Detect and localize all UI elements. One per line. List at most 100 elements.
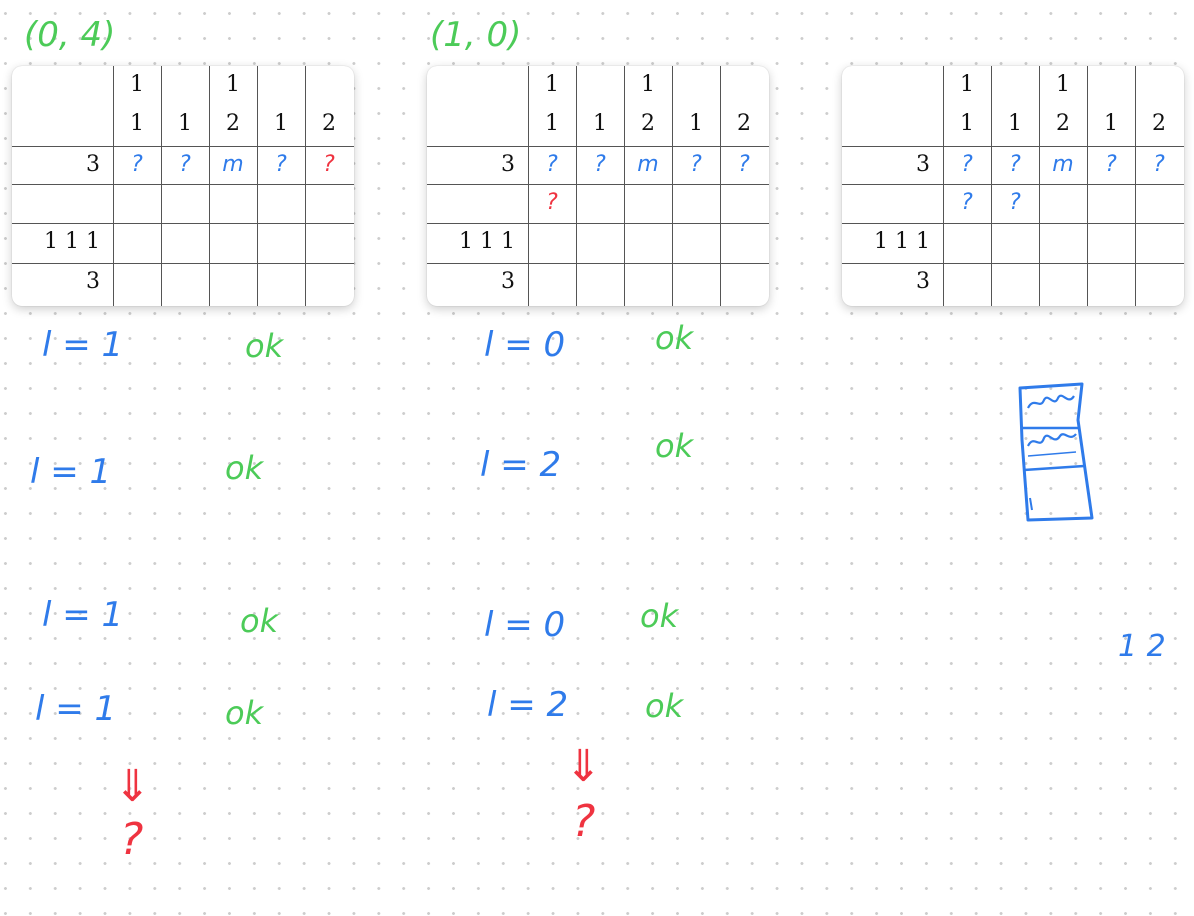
row-clue: 3 [86, 269, 100, 294]
note-mid-2-eq: l = 2 [480, 445, 562, 485]
grid-vline [720, 66, 721, 306]
grid-hline [842, 184, 1184, 185]
grid-vline [305, 66, 306, 306]
note-left-1-status: ok [245, 327, 284, 365]
column-clue-top: 1 [1056, 72, 1070, 97]
grid-vline [528, 66, 529, 306]
cell-mark: ? [1105, 152, 1117, 177]
row-clue: 1 1 1 [44, 229, 100, 254]
grid-hline [842, 146, 1184, 147]
note-left-1-eq: l = 1 [42, 325, 124, 365]
puzzle-card-2: 1 1 1 1 2 1 2 3 1 1 1 3?? m??? [427, 66, 769, 306]
note-mid-1-eq: l = 0 [484, 325, 566, 365]
row-clue: 3 [501, 152, 515, 177]
puzzle-2-label: (1, 0) [430, 15, 522, 55]
note-mid-1-status: ok [655, 319, 694, 357]
column-clue-bottom: 2 [1152, 111, 1166, 136]
grid-vline [209, 66, 210, 306]
grid-hline [427, 263, 769, 264]
grid-hline [12, 146, 354, 147]
grid-hline [842, 223, 1184, 224]
implies-mid-question: ? [572, 796, 596, 847]
row-clue: 1 1 1 [874, 229, 930, 254]
grid-hline [12, 263, 354, 264]
cell-mark: ? [323, 152, 335, 177]
column-clue-bottom: 1 [545, 111, 559, 136]
cell-mark: ? [1009, 152, 1021, 177]
note-left-3-status: ok [240, 602, 279, 640]
cell-mark: ? [546, 152, 558, 177]
column-clue-top: 1 [226, 72, 240, 97]
note-mid-4-eq: l = 2 [487, 685, 569, 725]
cell-mark: m [222, 152, 244, 177]
column-clue-bottom: 1 [1104, 111, 1118, 136]
column-clue-bottom: 2 [1056, 111, 1070, 136]
note-mid-2-status: ok [655, 427, 694, 465]
column-clue-bottom: 1 [960, 111, 974, 136]
column-clue-bottom: 1 [178, 111, 192, 136]
column-sketch-icon [1018, 382, 1094, 522]
grid-hline [12, 223, 354, 224]
row-clue: 3 [501, 269, 515, 294]
cell-mark: m [637, 152, 659, 177]
grid-hline [12, 184, 354, 185]
grid-vline [943, 66, 944, 306]
note-left-4-eq: l = 1 [35, 689, 117, 729]
cell-mark: ? [690, 152, 702, 177]
row-clue: 3 [86, 152, 100, 177]
column-clue-top: 1 [641, 72, 655, 97]
side-note: 1 2 [1118, 629, 1166, 664]
grid-vline [161, 66, 162, 306]
grid-vline [991, 66, 992, 306]
column-clue-bottom: 2 [322, 111, 336, 136]
cell-mark: ? [1009, 190, 1021, 215]
column-clue-top: 1 [130, 72, 144, 97]
column-clue-bottom: 2 [226, 111, 240, 136]
cell-mark: ? [546, 190, 558, 215]
column-clue-top: 1 [960, 72, 974, 97]
cell-mark: ? [179, 152, 191, 177]
grid-vline [1087, 66, 1088, 306]
cell-mark: ? [131, 152, 143, 177]
grid-vline [113, 66, 114, 306]
note-left-4-status: ok [225, 694, 264, 732]
cell-mark: ? [275, 152, 287, 177]
grid-vline [624, 66, 625, 306]
grid-vline [1135, 66, 1136, 306]
column-clue-bottom: 2 [641, 111, 655, 136]
cell-mark: ? [1153, 152, 1165, 177]
column-clue-bottom: 1 [593, 111, 607, 136]
row-clue: 3 [916, 152, 930, 177]
grid-vline [672, 66, 673, 306]
implies-left-question: ? [120, 814, 144, 865]
grid-hline [842, 263, 1184, 264]
column-clue-bottom: 1 [274, 111, 288, 136]
column-clue-top: 1 [545, 72, 559, 97]
puzzle-card-1: 1 1 1 1 2 1 2 3 1 1 1 3?? m?? [12, 66, 354, 306]
cell-mark: m [1052, 152, 1074, 177]
cell-mark: ? [961, 152, 973, 177]
note-left-2-status: ok [225, 449, 264, 487]
note-mid-3-eq: l = 0 [484, 605, 566, 645]
note-mid-4-status: ok [645, 687, 684, 725]
cell-mark: ? [594, 152, 606, 177]
grid-vline [257, 66, 258, 306]
row-clue: 3 [916, 269, 930, 294]
grid-hline [427, 146, 769, 147]
puzzle-card-3: 1 1 1 1 2 1 2 3 1 1 1 3?? m???? [842, 66, 1184, 306]
cell-mark: ? [961, 190, 973, 215]
puzzle-1-label: (0, 4) [24, 15, 116, 55]
cell-mark: ? [738, 152, 750, 177]
grid-vline [1039, 66, 1040, 306]
row-clue: 1 1 1 [459, 229, 515, 254]
grid-hline [427, 184, 769, 185]
note-left-3-eq: l = 1 [42, 595, 124, 635]
note-left-2-eq: l = 1 [30, 452, 112, 492]
column-clue-bottom: 1 [689, 111, 703, 136]
implies-left-arrow: ⇓ [114, 761, 151, 812]
note-mid-3-status: ok [640, 597, 679, 635]
column-clue-bottom: 1 [130, 111, 144, 136]
implies-mid-arrow: ⇓ [565, 741, 602, 792]
column-clue-bottom: 2 [737, 111, 751, 136]
column-clue-bottom: 1 [1008, 111, 1022, 136]
